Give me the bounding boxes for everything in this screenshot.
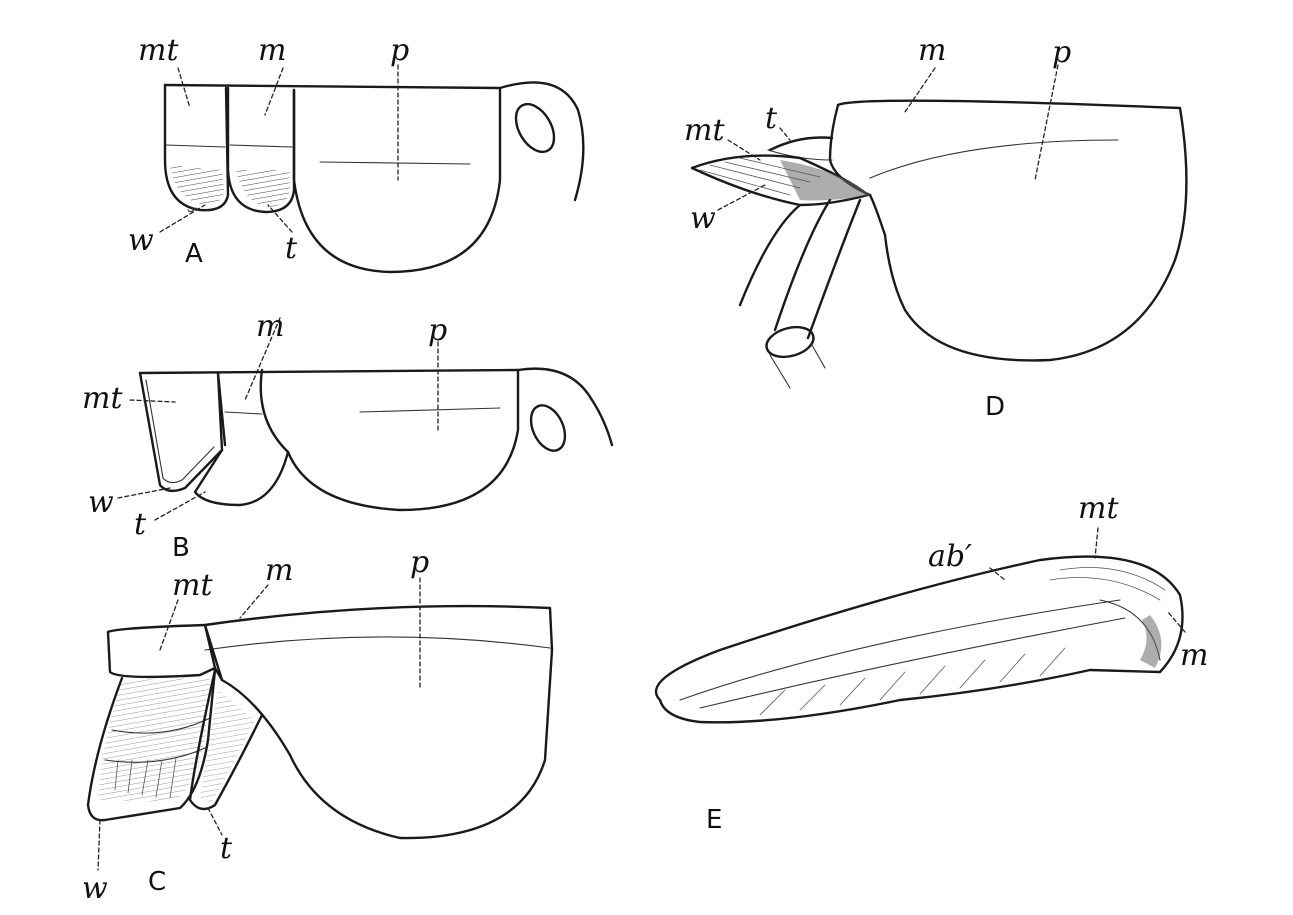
panel-e-leaders: [989, 527, 1186, 633]
panel-c-label-w: w: [82, 871, 108, 906]
panel-b-label-m: m: [256, 309, 284, 344]
panel-b-label-w: w: [88, 485, 114, 520]
panel-c-label-p: p: [410, 545, 429, 580]
panel-c-leaders: [97, 577, 421, 871]
panel-e-drawing: [654, 555, 1184, 724]
panel-d-drawing: [690, 99, 1188, 389]
panel-a-leaders: [159, 64, 399, 233]
panel-b: mt m p w t B: [82, 309, 614, 563]
panel-a-caption: A: [185, 239, 203, 269]
panel-c-drawing: [86, 604, 554, 840]
panel-d-label-m: m: [918, 33, 946, 68]
panel-b-label-p: p: [428, 313, 447, 348]
panel-b-drawing: [138, 367, 614, 512]
panel-e-label-ab: ab′: [928, 539, 972, 574]
panel-a-label-t: t: [285, 231, 298, 266]
panel-a-label-p: p: [390, 33, 409, 68]
panel-d-caption: D: [985, 392, 1005, 422]
panel-a-label-m: m: [258, 33, 286, 68]
panel-c: mt m p w t C: [82, 545, 554, 906]
panel-d-label-t: t: [765, 101, 778, 136]
panel-a-label-mt: mt: [138, 33, 179, 68]
panel-c-label-m: m: [265, 553, 293, 588]
panel-b-label-mt: mt: [82, 381, 123, 416]
panel-b-leaders: [117, 317, 439, 521]
panel-d-leaders: [717, 64, 1059, 211]
panel-c-caption: C: [148, 867, 166, 897]
panel-e-caption: E: [706, 805, 722, 835]
panel-a-drawing: [163, 81, 585, 274]
panel-b-caption: B: [172, 533, 190, 563]
panel-c-label-mt: mt: [172, 568, 213, 603]
panel-d-label-w: w: [690, 201, 716, 236]
panel-d-label-p: p: [1052, 35, 1071, 70]
panel-b-label-t: t: [134, 507, 147, 542]
panel-e-label-m: m: [1180, 638, 1208, 673]
panel-a: mt m p w t A: [128, 33, 585, 274]
panel-d-label-mt: mt: [684, 113, 725, 148]
panel-e-label-mt: mt: [1078, 491, 1119, 526]
panel-e: ab′ mt m E: [654, 491, 1208, 835]
panel-c-label-t: t: [220, 831, 233, 866]
panel-a-label-w: w: [128, 223, 154, 258]
panel-d: mt t m p w D: [684, 33, 1188, 422]
